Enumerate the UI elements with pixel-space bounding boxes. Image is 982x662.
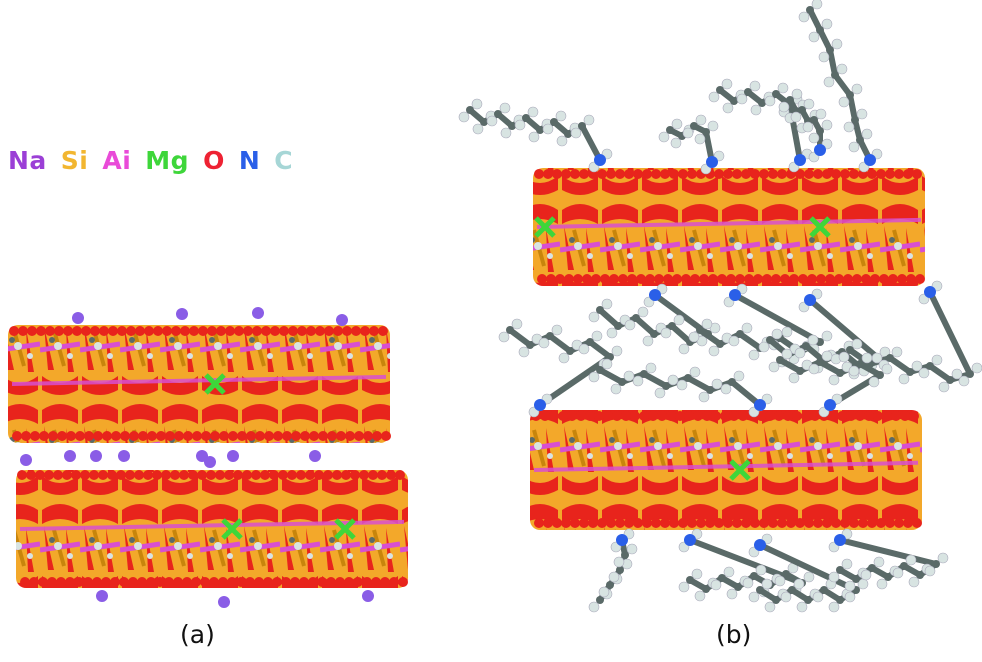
organic-chain [588, 283, 721, 355]
clay-layer-b-bottom [530, 410, 922, 530]
legend-si: Si [60, 146, 89, 175]
organic-chain [588, 528, 638, 613]
sodium-ion [118, 450, 130, 462]
clay-layer-b-top [533, 168, 925, 286]
sodium-ion [204, 456, 216, 468]
element-legend: Na Si Ai Mg O N C [8, 146, 307, 175]
organic-chain [458, 98, 613, 173]
caption-a: (a) [180, 620, 215, 649]
sodium-ion [252, 307, 264, 319]
organic-cation-chains [458, 0, 982, 613]
legend-al: Ai [102, 146, 132, 175]
legend-mg: Mg [145, 146, 190, 175]
sodium-ion [309, 450, 321, 462]
legend-o: O [203, 146, 225, 175]
organic-chain [748, 533, 869, 613]
legend-n: N [238, 146, 261, 175]
organic-chain [498, 318, 623, 418]
organic-chain [838, 280, 982, 393]
sodium-ion [218, 596, 230, 608]
sodium-ion [90, 450, 102, 462]
caption-b: (b) [716, 620, 752, 649]
organic-chain [658, 114, 725, 175]
organic-chain [828, 528, 949, 592]
legend-c: C [274, 146, 294, 175]
clay-layer-a-top [8, 325, 391, 443]
clay-layer-a-bottom [16, 470, 408, 588]
sodium-ion [64, 450, 76, 462]
organic-chain [708, 78, 813, 173]
sodium-ion [362, 590, 374, 602]
organic-chain [778, 88, 833, 163]
panel-b-structure [530, 168, 925, 530]
sodium-ion [176, 308, 188, 320]
sodium-ion [227, 450, 239, 462]
panel-a-structure [8, 325, 408, 588]
sodium-ions [20, 307, 374, 608]
sodium-ion [336, 314, 348, 326]
organic-chain [768, 348, 893, 418]
organic-chain [588, 358, 773, 418]
legend-na: Na [8, 146, 47, 175]
sodium-ion [20, 454, 32, 466]
sodium-ion [72, 312, 84, 324]
sodium-ion [96, 590, 108, 602]
organic-chain [798, 0, 883, 173]
